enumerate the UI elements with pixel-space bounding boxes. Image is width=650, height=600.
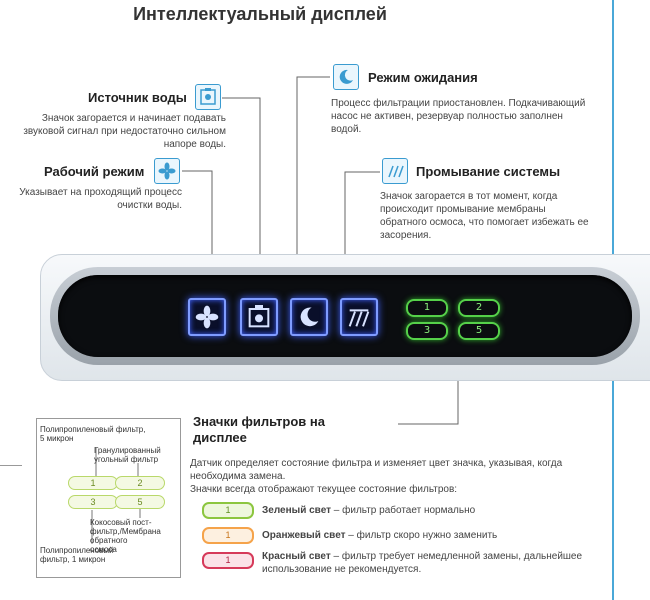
legend-lines — [91, 448, 141, 544]
water-source-heading: Источник воды — [88, 90, 187, 105]
panel-standby-button[interactable] — [290, 298, 328, 336]
legend-pill-1: 1 — [68, 476, 118, 490]
filter-icons-desc: Датчик определяет состояние фильтра и из… — [190, 458, 563, 495]
panel-filter-2: 2 — [458, 299, 500, 317]
green-state-text: – фильтр работает нормально — [331, 504, 476, 516]
standby-heading: Режим ожидания — [368, 70, 478, 85]
red-state-text-2: использование не рекомендуется. — [262, 564, 422, 575]
work-mode-desc: Указывает на проходящий процесс очистки … — [19, 187, 182, 211]
filter-icons-heading: Значки фильтров на дисплее — [193, 414, 325, 445]
red-state-text: – фильтр требует немедленной замены, дал… — [330, 551, 583, 562]
connector-standby — [296, 76, 330, 298]
water-tank-icon — [195, 84, 221, 110]
fan-icon — [154, 158, 180, 184]
left-divider — [0, 465, 22, 466]
panel-fan-button[interactable] — [188, 298, 226, 336]
orange-state-text: – фильтр скоро нужно заменить — [345, 529, 498, 541]
water-source-desc: Значок загорается и начинает подавать зв… — [23, 113, 226, 150]
flush-icon — [382, 158, 408, 184]
panel-filter-1: 1 — [406, 299, 448, 317]
red-state-pill: 1 — [202, 552, 254, 569]
green-state-label: Зеленый свет — [262, 504, 332, 516]
legend-pill-3: 3 — [68, 495, 118, 509]
work-mode-heading: Рабочий режим — [44, 164, 145, 179]
red-state-label: Красный свет — [262, 551, 331, 562]
panel-flush-button[interactable] — [340, 298, 378, 336]
panel-water-source-button[interactable] — [240, 298, 278, 336]
state-red: 1 Красный свет – фильтр требует немедлен… — [202, 550, 612, 578]
moon-star-icon — [333, 64, 359, 90]
panel-filter-3: 3 — [406, 322, 448, 340]
green-state-pill: 1 — [202, 501, 254, 519]
orange-state-label: Оранжевый свет — [262, 529, 346, 541]
state-orange: 1 Оранжевый свет – фильтр скоро нужно за… — [202, 525, 612, 545]
flush-desc: Значок загорается в тот момент, когда пр… — [380, 191, 589, 241]
legend-pill-5: 5 — [115, 495, 165, 509]
filter-states: 1 Зеленый свет – фильтр работает нормаль… — [202, 500, 612, 578]
connector-water-source — [222, 97, 261, 298]
panel-filter-5: 5 — [458, 322, 500, 340]
orange-state-pill: 1 — [202, 526, 254, 544]
legend-pill-2: 2 — [115, 476, 165, 490]
standby-desc: Процесс фильтрации приостановлен. Подкач… — [331, 98, 586, 135]
flush-heading: Промывание системы — [416, 164, 561, 179]
legend-pp5: Полипропиленовый фильтр,5 микрон — [40, 425, 146, 443]
page-title: Интеллектуальный дисплей — [133, 4, 387, 24]
state-green: 1 Зеленый свет – фильтр работает нормаль… — [202, 500, 612, 520]
